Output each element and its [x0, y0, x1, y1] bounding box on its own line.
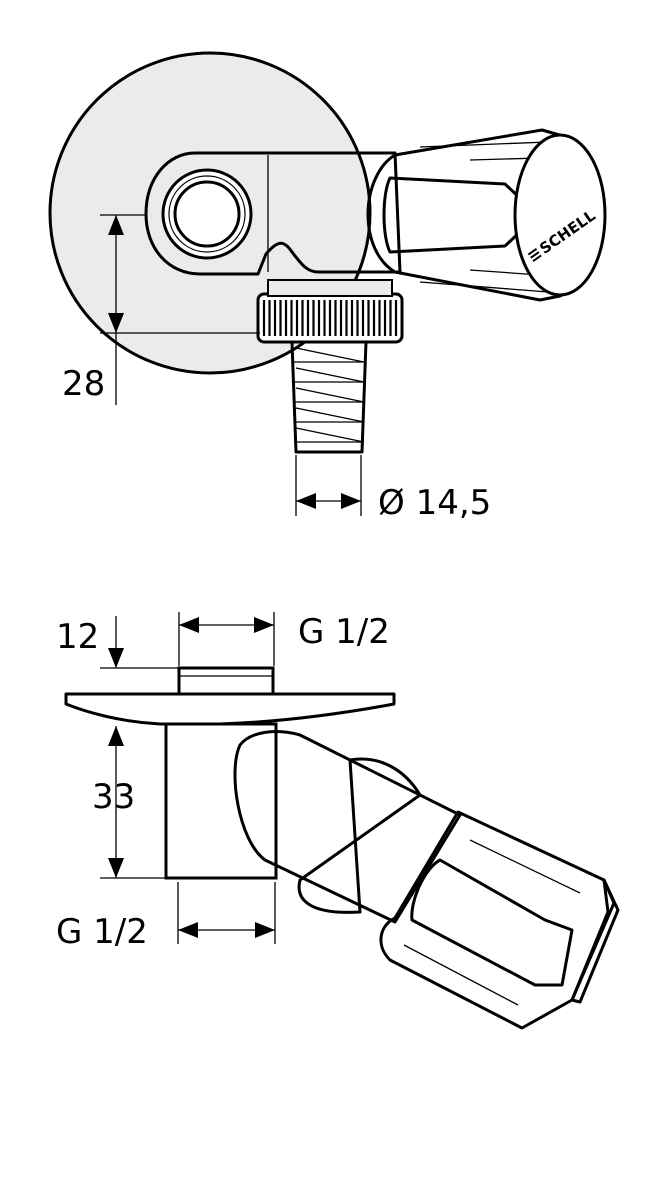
valve-body — [144, 151, 402, 276]
barb-ridge — [294, 367, 365, 383]
side-handwheel — [379, 810, 616, 1030]
dim-thread-top-label: G 1/2 — [298, 612, 390, 652]
dimension-28: 28 — [62, 214, 260, 405]
barb-ridge — [294, 407, 365, 423]
hose-nozzle — [290, 340, 368, 454]
handwheel-rib-top — [419, 141, 549, 148]
dim-thread-bottom-label: G 1/2 — [56, 912, 148, 952]
dim-diameter-label: Ø 14,5 — [378, 483, 491, 523]
nozzle-barbs — [294, 347, 365, 443]
barb-ridge — [294, 427, 365, 443]
handwheel-cap — [513, 133, 607, 297]
inlet-port-ring — [168, 175, 246, 253]
nut-top-ring — [267, 279, 393, 297]
thread-stub — [177, 666, 275, 696]
side-view: 12 G 1/2 33 G 1/2 — [56, 612, 620, 1030]
dim-28-label: 28 — [62, 364, 105, 404]
logo-mark-icon — [527, 248, 542, 262]
handwheel-rib-bottom — [419, 281, 549, 293]
nut-knurling — [262, 300, 398, 336]
dimension-diameter: Ø 14,5 — [295, 455, 491, 523]
inlet-port-inner — [173, 180, 241, 248]
dimension-thread-bottom: G 1/2 — [56, 882, 276, 952]
rosette-back — [297, 757, 422, 914]
dim-12-label: 12 — [56, 617, 99, 657]
top-view: SCHELL 28 Ø 14,5 — [48, 51, 607, 523]
barb-ridge — [294, 347, 365, 363]
barb-ridge — [294, 387, 365, 403]
dim-33-label: 33 — [92, 777, 135, 817]
handwheel-rib — [382, 176, 524, 254]
wall-plate — [64, 692, 396, 726]
side-neck — [233, 730, 462, 924]
dimension-33: 33 — [92, 726, 166, 879]
side-handwheel-cap — [570, 878, 620, 1004]
dimension-thread-top: G 1/2 — [178, 612, 390, 666]
side-handwheel-rib — [410, 858, 574, 987]
dimension-12: 12 — [56, 616, 178, 669]
